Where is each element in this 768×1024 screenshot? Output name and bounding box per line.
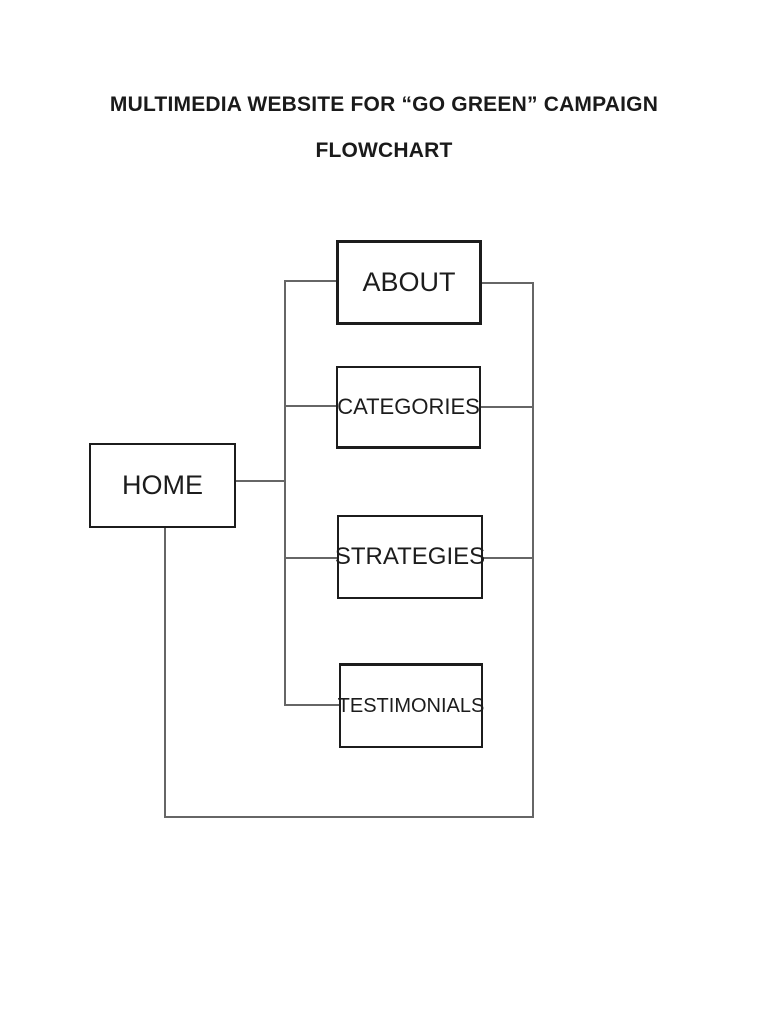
page-subtitle: FLOWCHART <box>315 139 453 162</box>
node-about: ABOUT <box>336 240 482 325</box>
edge-home-down-return <box>164 528 166 818</box>
node-home-label: HOME <box>122 470 203 500</box>
edge-home-to-trunk <box>236 480 285 482</box>
edge-trunk-to-testimonials <box>286 704 339 706</box>
edge-bottom-return-loop <box>164 816 534 818</box>
edge-trunk-to-strategies <box>286 557 337 559</box>
node-categories-label: CATEGORIES <box>337 394 480 419</box>
node-testimonials: TESTIMONIALS <box>337 663 485 748</box>
edge-about-to-return <box>482 282 534 284</box>
node-strategies-label: STRATEGIES <box>334 543 486 570</box>
node-about-label: ABOUT <box>362 267 456 297</box>
edge-left-trunk <box>284 280 286 706</box>
edge-trunk-to-about <box>286 280 336 282</box>
edge-categories-to-return <box>481 406 534 408</box>
node-strategies: STRATEGIES <box>334 515 486 599</box>
node-home: HOME <box>89 443 236 528</box>
edge-trunk-to-categories <box>286 405 336 407</box>
page-title: MULTIMEDIA WEBSITE FOR “GO GREEN” CAMPAI… <box>109 93 659 116</box>
edge-strategies-to-return <box>483 557 534 559</box>
node-categories: CATEGORIES <box>336 366 481 449</box>
node-testimonials-label: TESTIMONIALS <box>337 694 485 717</box>
edge-right-return-trunk <box>532 282 534 818</box>
